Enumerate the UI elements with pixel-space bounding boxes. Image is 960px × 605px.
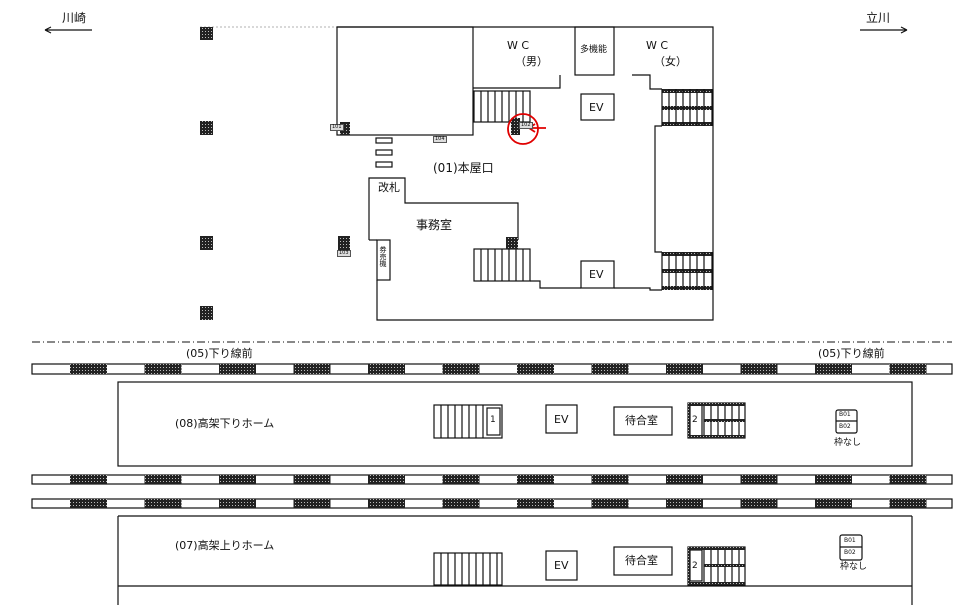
ev-box bbox=[580, 260, 615, 289]
platform-down-name: (08)高架下りホーム bbox=[175, 417, 275, 430]
stairs bbox=[473, 90, 531, 282]
pillar-label: 103 bbox=[337, 250, 351, 257]
platform-door-segment bbox=[740, 475, 778, 484]
ev-label: EV bbox=[554, 559, 569, 572]
track-label-left: (05)下り線前 bbox=[186, 347, 253, 360]
b02-label: B02 bbox=[844, 549, 856, 556]
ev-label: EV bbox=[589, 101, 604, 114]
ev-label: EV bbox=[554, 413, 569, 426]
platform-door-segment bbox=[591, 364, 629, 374]
platform-door-segment bbox=[293, 364, 331, 374]
platform-door-segment bbox=[591, 475, 629, 484]
arrow-right-icon bbox=[860, 26, 908, 34]
platform-down bbox=[117, 381, 913, 467]
platform-door-segment bbox=[219, 475, 256, 484]
platform-door-segment bbox=[144, 499, 182, 508]
platform-door-segment bbox=[815, 499, 852, 508]
platform-door-segment bbox=[70, 475, 107, 484]
arrow-left-icon bbox=[44, 26, 92, 34]
stair-number: 1 bbox=[490, 415, 496, 425]
wc-female-sub: （女） bbox=[654, 55, 687, 68]
b01-label: B01 bbox=[839, 411, 851, 418]
platform-door-segment bbox=[889, 475, 927, 484]
platform-door-segment bbox=[889, 364, 927, 374]
waiting-room-label: 待合室 bbox=[625, 414, 658, 427]
platform-door-segment bbox=[368, 475, 405, 484]
platform-door-segment bbox=[144, 475, 182, 484]
direction-left: 川崎 bbox=[62, 11, 87, 25]
platform-door-segment bbox=[666, 475, 703, 484]
platform-door-segment bbox=[517, 475, 554, 484]
platform-door-segment bbox=[517, 364, 554, 374]
platform-door-segment bbox=[666, 364, 703, 374]
platform-door-segment bbox=[442, 364, 480, 374]
platform-door-segment bbox=[70, 499, 107, 508]
ticket-gate-label: 改札 bbox=[378, 181, 400, 194]
wc-male-sub: （男） bbox=[515, 55, 548, 68]
platform-door-segment bbox=[740, 499, 778, 508]
platform-door-segment bbox=[70, 364, 107, 374]
pillar-label: 104 bbox=[433, 136, 447, 143]
platform-door-segment bbox=[740, 364, 778, 374]
platform-door-segment bbox=[219, 364, 256, 374]
platform-door-segment bbox=[666, 499, 703, 508]
platform-door-segment bbox=[815, 475, 852, 484]
track-label-right: (05)下り線前 bbox=[818, 347, 885, 360]
stair-number: 2 bbox=[692, 561, 698, 571]
platform-door-segment bbox=[815, 364, 852, 374]
platform-door-segment bbox=[144, 364, 182, 374]
stair-number: 2 bbox=[692, 415, 698, 425]
note-label: 枠なし bbox=[840, 562, 868, 572]
pillar-label: 101 bbox=[330, 124, 344, 131]
platform-door-segment bbox=[517, 499, 554, 508]
b01-label: B01 bbox=[844, 537, 856, 544]
platform-door-segment bbox=[293, 475, 331, 484]
waiting-room-label: 待合室 bbox=[625, 554, 658, 567]
office-label: 事務室 bbox=[416, 218, 453, 232]
platform-up bbox=[117, 515, 913, 605]
platform-door-segment bbox=[368, 499, 405, 508]
multipurpose-toilet: 多機能 bbox=[580, 45, 608, 55]
platform-door-segment bbox=[293, 499, 331, 508]
direction-right: 立川 bbox=[866, 11, 891, 25]
ev-label: EV bbox=[589, 268, 604, 281]
entrance-label: (01)本屋口 bbox=[433, 161, 494, 175]
note-label: 枠なし bbox=[834, 438, 862, 448]
ev-box bbox=[580, 93, 615, 121]
pillar-label: 102 bbox=[519, 122, 533, 129]
b02-label: B02 bbox=[839, 423, 851, 430]
wc-male-label: W C bbox=[507, 39, 530, 52]
hatched-pillars bbox=[200, 27, 745, 585]
ticket-machine-label: 券売機 bbox=[379, 246, 387, 267]
track-platform-doors bbox=[70, 364, 927, 508]
platform-door-segment bbox=[889, 499, 927, 508]
platform-door-segment bbox=[442, 475, 480, 484]
platform-door-segment bbox=[368, 364, 405, 374]
platform-door-segment bbox=[442, 499, 480, 508]
wc-female-label: W C bbox=[646, 39, 669, 52]
platform-up-name: (07)高架上りホーム bbox=[175, 539, 275, 552]
platform-door-segment bbox=[219, 499, 256, 508]
platform-door-segment bbox=[591, 499, 629, 508]
